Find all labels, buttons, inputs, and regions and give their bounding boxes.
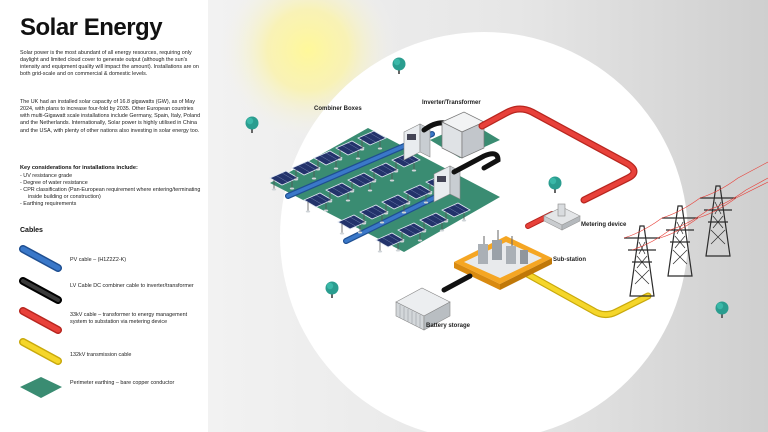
cables-heading: Cables xyxy=(20,227,43,234)
consideration-item: Degree of water resistance xyxy=(20,180,205,187)
sub-station-label: Sub-station xyxy=(553,257,586,263)
mv-cable-swatch-icon xyxy=(19,307,62,334)
sub-station xyxy=(454,230,552,290)
background-circle xyxy=(280,32,688,432)
inverter-transformer-label: Inverter/Transformer xyxy=(422,100,481,106)
key-considerations-list: UV resistance grade Degree of water resi… xyxy=(20,173,205,208)
key-considerations-title: Key considerations for installations inc… xyxy=(20,165,138,171)
earthing-swatch-icon xyxy=(20,377,62,398)
pv-cable-legend-label: PV cable – (H1Z2Z2-K) xyxy=(70,257,127,263)
tree-icon xyxy=(715,301,729,318)
battery-storage xyxy=(395,287,451,331)
page-title: Solar Energy xyxy=(20,14,163,41)
mv-cable-line-core xyxy=(479,106,637,203)
metering-device-label: Metering device xyxy=(581,222,627,228)
hv-cable-line-core xyxy=(517,267,651,317)
pv-cable-swatch-icon xyxy=(19,245,62,272)
diagram-area: Combiner Boxes Inverter/Transformer Mete… xyxy=(208,0,768,432)
mv-cable-legend-label: 33kV cable – transformer to energy manag… xyxy=(70,312,188,326)
intro-paragraph-1: Solar power is the most abundant of all … xyxy=(20,50,199,78)
consideration-item: Earthing requirements xyxy=(20,201,205,208)
battery-storage-label: Battery storage xyxy=(426,323,471,329)
metering-device xyxy=(543,203,581,231)
hv-cable-legend-label: 132kV transmission cable xyxy=(70,352,132,358)
combiner-box-1 xyxy=(403,123,431,161)
tree-icon xyxy=(245,116,259,133)
consideration-item: CPR classification (Pan-European require… xyxy=(20,187,205,201)
combiner-boxes-label: Combiner Boxes xyxy=(314,106,362,112)
lv-cable-line xyxy=(451,151,501,175)
hv-cable-swatch-icon xyxy=(19,338,62,365)
info-panel: Solar Energy Solar power is the most abu… xyxy=(0,0,208,432)
lv-cable-swatch-icon xyxy=(19,277,62,304)
inverter-transformer xyxy=(441,111,485,159)
earthing-legend-label: Perimeter earthing – bare copper conduct… xyxy=(70,380,175,386)
solar-farm-diagram xyxy=(218,0,768,432)
transmission-lines xyxy=(623,161,768,251)
lv-cable-line xyxy=(441,273,473,293)
pylon-icon xyxy=(699,185,737,257)
lv-cable-legend-label: LV Cable DC combiner cable to inverter/t… xyxy=(70,283,194,289)
consideration-item: UV resistance grade xyxy=(20,173,205,180)
intro-paragraph-2: The UK had an installed solar capacity o… xyxy=(20,99,201,134)
